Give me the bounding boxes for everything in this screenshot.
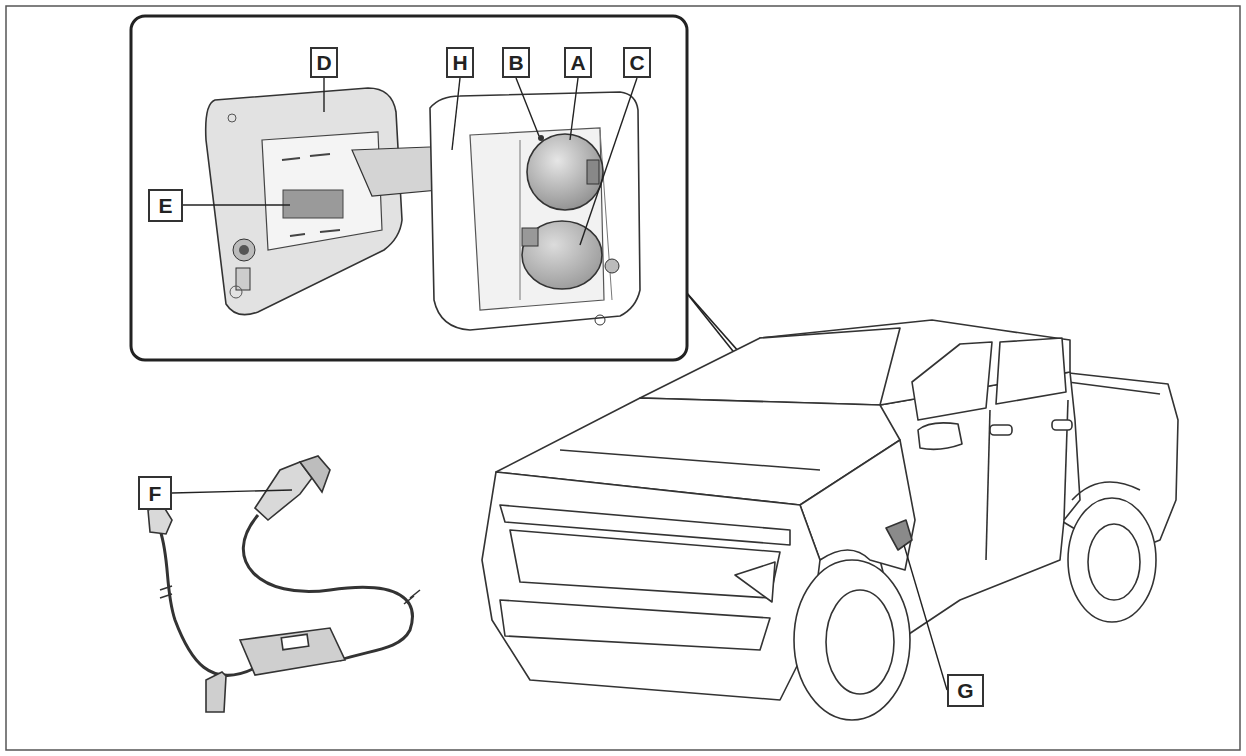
break-mark [160, 586, 172, 598]
port-recess [470, 128, 604, 310]
callout-letter: G [947, 674, 984, 707]
leader-line [516, 78, 539, 136]
charging-cable [144, 456, 420, 712]
front-rim [826, 590, 894, 694]
connector-head [300, 456, 330, 492]
drain-hole [595, 315, 605, 325]
callout-letter: B [502, 47, 530, 78]
hood-crease [560, 450, 820, 470]
door-line [1064, 400, 1068, 520]
inset-frame [131, 16, 687, 360]
charging-lid [206, 88, 402, 315]
fog-light [735, 562, 775, 602]
lower-grille [500, 600, 770, 650]
lid-socket-core [239, 245, 249, 255]
outer-frame [6, 6, 1240, 750]
rear-window [996, 338, 1066, 404]
control-box [240, 628, 345, 675]
rear-arch [1072, 482, 1140, 500]
callout-letter: D [310, 47, 338, 78]
leader-line [570, 78, 578, 140]
leader-line [323, 78, 324, 112]
port-cap [527, 134, 603, 210]
cap-latch [522, 228, 538, 246]
callout-letter: F [138, 476, 172, 510]
control-box-label [281, 634, 308, 650]
detail-inset [131, 16, 687, 360]
door-handle [990, 425, 1012, 435]
leader-lines [172, 78, 947, 690]
callout-letter: C [623, 47, 651, 78]
lid-hole [228, 114, 236, 122]
side-mirror [918, 423, 962, 449]
recess-edges [520, 130, 612, 300]
front-window [912, 342, 992, 420]
front-tire [794, 560, 910, 720]
leader-line [183, 204, 290, 205]
info-label [283, 190, 343, 218]
rear-tire [1068, 498, 1156, 622]
lid-hole [230, 286, 242, 298]
break-mark [404, 590, 420, 604]
bed-rail [1068, 382, 1160, 394]
leader-line [580, 78, 637, 245]
callout-letter: A [564, 47, 592, 78]
leader-line [904, 545, 947, 690]
grille [510, 530, 780, 598]
charge-port-door [886, 520, 912, 550]
door-handle [1052, 420, 1072, 430]
front-face [482, 472, 820, 700]
release-bolt [605, 259, 619, 273]
callout-letter: H [446, 47, 474, 78]
cable-tag [206, 672, 226, 712]
cap-latch [587, 160, 599, 184]
port-cap [522, 221, 602, 289]
door-line [986, 410, 990, 560]
leader-line [172, 490, 292, 493]
lid-clips [282, 154, 340, 236]
leader-line [452, 78, 460, 150]
lid-socket [233, 239, 255, 261]
callout-letter: E [148, 189, 183, 222]
cable [160, 530, 255, 675]
truck-drawing [482, 320, 1178, 720]
rear-rim [1088, 524, 1140, 600]
